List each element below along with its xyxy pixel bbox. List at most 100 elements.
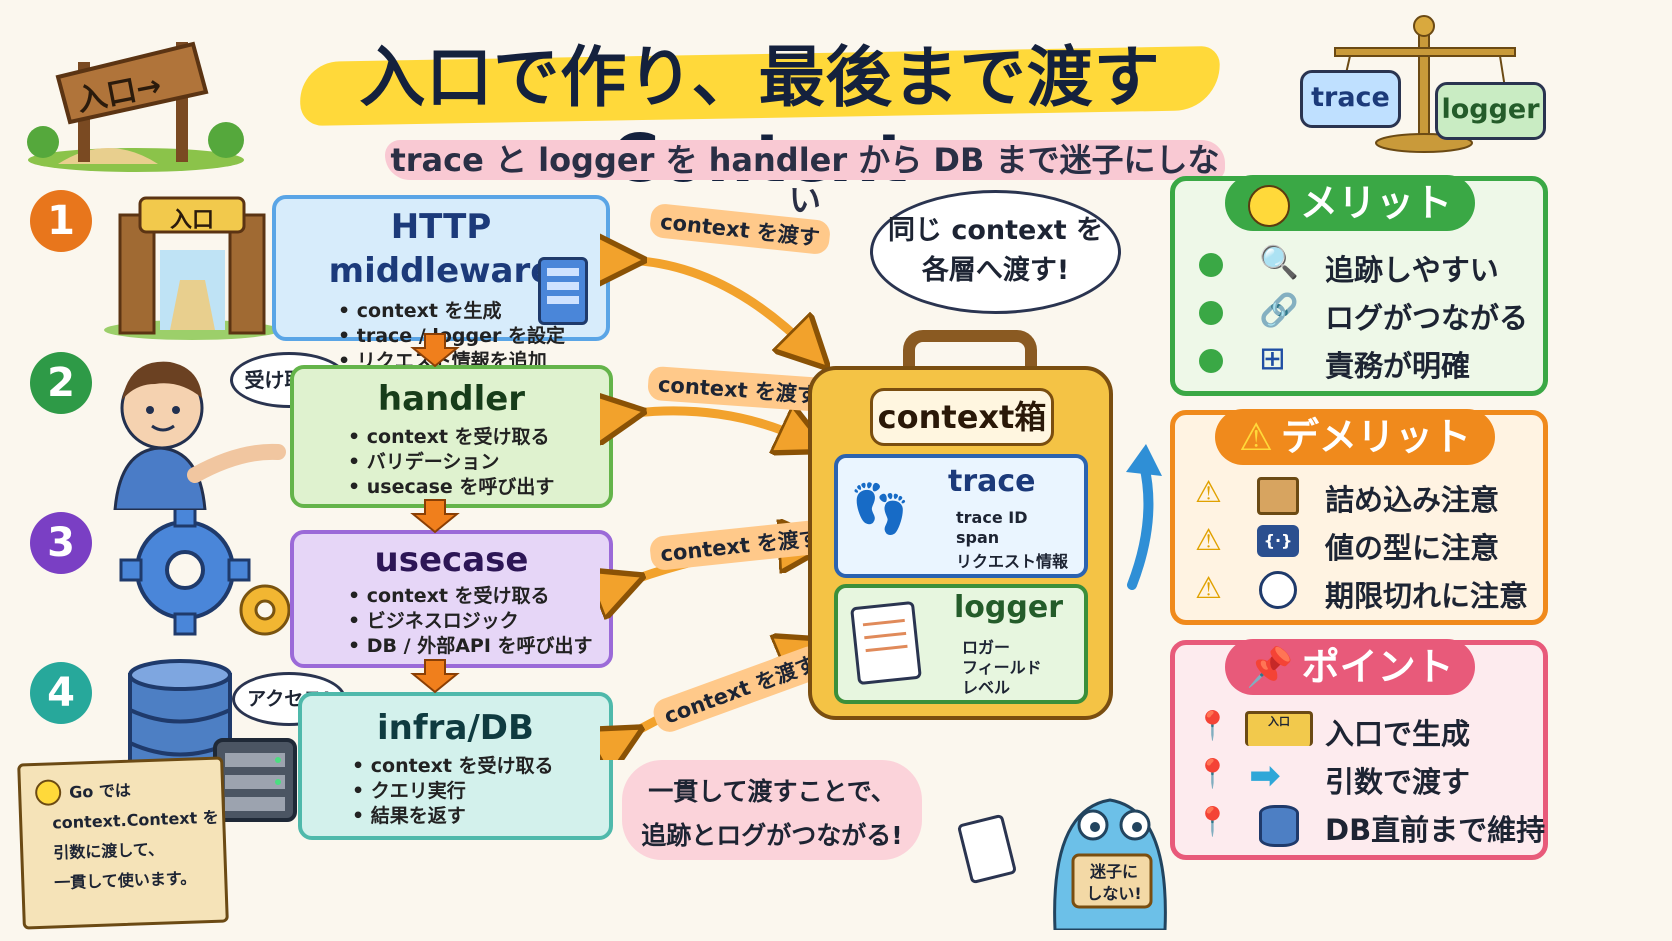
merit-row: 🔗 ログがつながる xyxy=(1175,291,1543,337)
flow-arrows xyxy=(410,333,460,694)
warning-icon: ⚠ xyxy=(1195,475,1222,510)
layer-handler: handler context を受け取る バリデーション usecase を呼… xyxy=(290,365,613,508)
search-icon: 🔍 xyxy=(1259,243,1299,281)
trace-item: リクエスト情報 xyxy=(956,552,1069,571)
box-title: context箱 xyxy=(870,388,1054,446)
box-logger-section: logger ロガー フィールド レベル xyxy=(834,584,1088,704)
warning-icon: ⚠ xyxy=(1238,415,1274,459)
layer-item: 結果を返す xyxy=(352,804,609,829)
point-row: 📍 ➡ 引数で渡す xyxy=(1175,753,1543,801)
demerit-label: 期限切れに注意 xyxy=(1325,579,1529,613)
layer-title: HTTP middleware xyxy=(328,207,554,291)
point-row: 📍 入口 入口で生成 xyxy=(1175,707,1543,753)
step-number-2: 2 xyxy=(30,352,92,414)
merit-label: 責務が明確 xyxy=(1325,349,1471,383)
logger-item: ロガー xyxy=(962,638,1011,657)
link-icon: 🔗 xyxy=(1259,291,1299,329)
notepad-icon xyxy=(850,600,922,686)
logger-title: logger xyxy=(954,590,1063,625)
server-icon xyxy=(538,257,588,325)
trace-title: trace xyxy=(948,464,1036,499)
go-note: Go では context.Context を 引数に渡して、 一貫して使います… xyxy=(17,756,229,930)
balance-logger-box: logger xyxy=(1435,82,1546,140)
merits-header: メリット xyxy=(1225,175,1475,231)
layer-item: バリデーション xyxy=(348,450,609,475)
warning-icon: ⚠ xyxy=(1195,523,1222,558)
balance-trace-box: trace xyxy=(1300,70,1401,128)
context-bubble-line-2: 各層へ渡す! xyxy=(921,255,1070,286)
point-row: 📍 DB直前まで維持 xyxy=(1175,803,1546,849)
merit-label: 追跡しやすい xyxy=(1325,253,1499,287)
demerit-row: ⚠ 詰め込み注意 xyxy=(1175,473,1543,519)
box-trace-section: 👣 trace trace ID span リクエスト情報 xyxy=(834,454,1088,578)
demerit-row: ⚠ {·} 値の型に注意 xyxy=(1175,521,1543,567)
return-arrow-icon xyxy=(1126,444,1162,590)
pushpin-icon: 📍 xyxy=(1195,805,1230,838)
summary-banner: 一貫して渡すことで、 追跡とログがつながる! xyxy=(622,760,922,860)
logger-item: フィールド xyxy=(962,658,1042,677)
merit-row: 🔍 追跡しやすい xyxy=(1175,243,1543,289)
step-number-1: 1 xyxy=(30,190,92,252)
pushpin-icon: 📌 xyxy=(1246,645,1294,689)
summary-line-1: 一貫して渡すことで、 xyxy=(648,777,896,806)
code-braces-icon: {·} xyxy=(1257,525,1299,557)
gopher-mascot: 迷子に しない! xyxy=(935,730,1175,932)
demerit-label: 詰め込み注意 xyxy=(1325,483,1500,517)
layer-item: context を受け取る xyxy=(352,754,609,779)
layer-title: handler xyxy=(377,379,526,419)
note-line-4: 一貫して使います。 xyxy=(54,868,197,893)
step-number-4: 4 xyxy=(30,662,92,724)
layer-item: クエリ実行 xyxy=(352,779,609,804)
layer-http-middleware: HTTP middleware context を生成 trace / logg… xyxy=(272,195,610,372)
clock-icon xyxy=(1259,571,1297,609)
note-line-2: context.Context を xyxy=(51,807,220,833)
gopher-sign-line-1: 迷子に xyxy=(1089,862,1138,881)
note-line-1: Go では xyxy=(68,780,132,802)
merit-label: ログがつながる xyxy=(1325,301,1529,335)
context-bubble-line-1: 同じ context を xyxy=(887,215,1104,246)
check-icon xyxy=(1199,301,1223,325)
demerit-label: 値の型に注意 xyxy=(1325,531,1500,565)
pushpin-icon: 📍 xyxy=(1195,757,1230,790)
summary-line-2: 追跡とログがつながる! xyxy=(641,821,903,850)
points-title: ポイント xyxy=(1301,645,1454,689)
layer-usecase: usecase context を受け取る ビジネスロジック DB / 外部AP… xyxy=(290,530,613,668)
lightbulb-icon xyxy=(34,779,62,807)
subtitle-area: trace と logger を handler から DB まで迷子にしない xyxy=(385,134,1225,219)
warning-icon: ⚠ xyxy=(1195,571,1222,606)
check-icon xyxy=(1199,253,1223,277)
step-number-3: 3 xyxy=(30,512,92,574)
demerits-title: デメリット xyxy=(1281,415,1472,459)
right-arrow-icon: ➡ xyxy=(1249,753,1281,797)
gate-icon: 入口 xyxy=(1245,711,1313,746)
footprints-icon: 👣 xyxy=(850,481,910,537)
layer-item: DB / 外部API を呼び出す xyxy=(348,634,609,659)
title-area: 入口で作り、最後まで渡すContext xyxy=(299,20,1221,197)
layer-item: context を受け取る xyxy=(348,425,609,450)
layer-item: trace / logger を設定 xyxy=(338,324,606,349)
demerits-panel: ⚠デメリット ⚠ 詰め込み注意 ⚠ {·} 値の型に注意 ⚠ 期限切れに注意 xyxy=(1170,409,1548,625)
points-header: 📌ポイント xyxy=(1225,639,1475,695)
layer-title: infra/DB xyxy=(377,708,534,748)
layer-item: usecase を呼び出す xyxy=(348,475,609,500)
points-panel: 📌ポイント 📍 入口 入口で生成 📍 ➡ 引数で渡す 📍 DB直前まで維持 xyxy=(1170,639,1548,860)
layer-title: usecase xyxy=(374,540,529,580)
entrance-gate-illustration: 入口 xyxy=(100,190,285,340)
point-label: DB直前まで維持 xyxy=(1325,813,1546,847)
merit-row: ⊞ 責務が明確 xyxy=(1175,339,1543,385)
point-label: 引数で渡す xyxy=(1325,765,1471,799)
trace-item: trace ID xyxy=(956,508,1028,527)
layer-item: context を生成 xyxy=(338,299,606,324)
smile-icon xyxy=(1247,184,1290,227)
balance-scale-illustration: trace logger xyxy=(1295,8,1555,158)
context-box: context箱 👣 trace trace ID span リクエスト情報 l… xyxy=(808,330,1113,720)
person-illustration xyxy=(100,340,290,512)
box-icon xyxy=(1257,477,1299,515)
layer-item: context を受け取る xyxy=(348,584,609,609)
box-body: context箱 👣 trace trace ID span リクエスト情報 l… xyxy=(808,366,1113,720)
layer-item: ビジネスロジック xyxy=(348,609,609,634)
gate-label: 入口 xyxy=(169,208,214,233)
check-icon xyxy=(1199,349,1223,373)
pushpin-icon: 📍 xyxy=(1195,709,1230,742)
point-label: 入口で生成 xyxy=(1325,717,1471,751)
